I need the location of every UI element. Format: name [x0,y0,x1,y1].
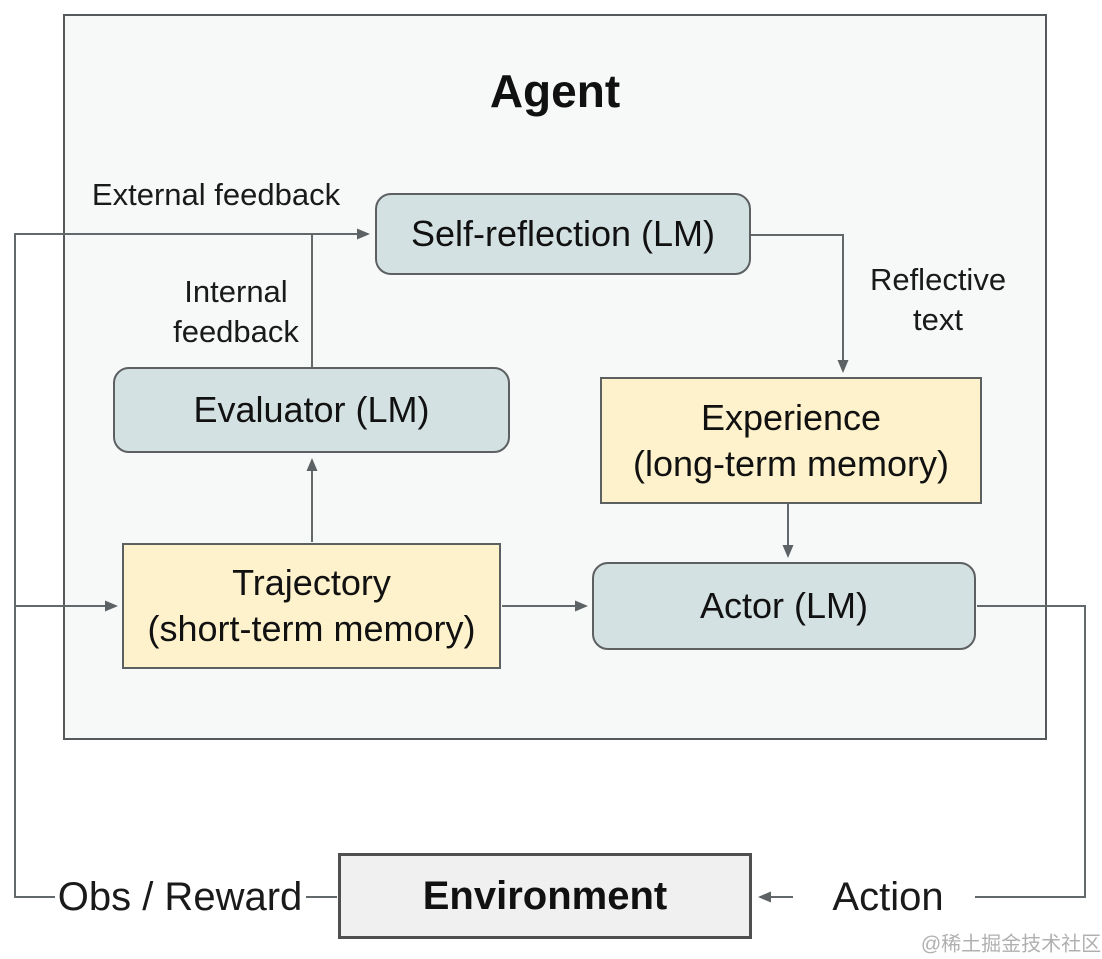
node-experience-title: Experience [700,396,882,438]
edge-label-internal-feedback: Internal feedback [173,272,299,352]
node-experience-subtitle: (long-term memory) [632,442,950,484]
agent-title: Agent [489,65,621,117]
node-actor-label: Actor (LM) [699,585,868,626]
node-self-reflection-label: Self-reflection (LM) [410,213,716,254]
node-evaluator-label: Evaluator (LM) [193,389,430,430]
edge-label-reflective-text: Reflective text [870,260,1006,340]
node-actor: Actor (LM) [592,562,976,650]
node-environment: Environment [338,853,752,939]
node-trajectory-title: Trajectory [232,562,391,603]
node-trajectory: Trajectory (short-term memory) [122,543,501,669]
edge-label-internal-feedback-line1: Internal [184,274,288,309]
node-experience: Experience (long-term memory) [600,377,982,504]
edge-self-reflection-to-experience [751,234,849,373]
watermark-text: @稀土掘金技术社区 [920,933,1102,956]
edge-label-reflective-text-line2: text [913,302,963,337]
edge-label-obs-reward: Obs / Reward [57,875,303,919]
edge-label-reflective-text-line1: Reflective [869,262,1007,297]
edge-label-action: Action [832,875,944,919]
node-trajectory-subtitle: (short-term memory) [147,608,476,649]
edge-obs-to-self-reflection [14,228,370,898]
edge-label-external-feedback: External feedback [91,177,341,212]
node-environment-label: Environment [422,874,668,918]
node-self-reflection: Self-reflection (LM) [375,193,751,275]
edge-label-internal-feedback-line2: feedback [173,314,299,349]
edge-actor-to-action [975,605,1086,898]
node-evaluator: Evaluator (LM) [113,367,510,453]
